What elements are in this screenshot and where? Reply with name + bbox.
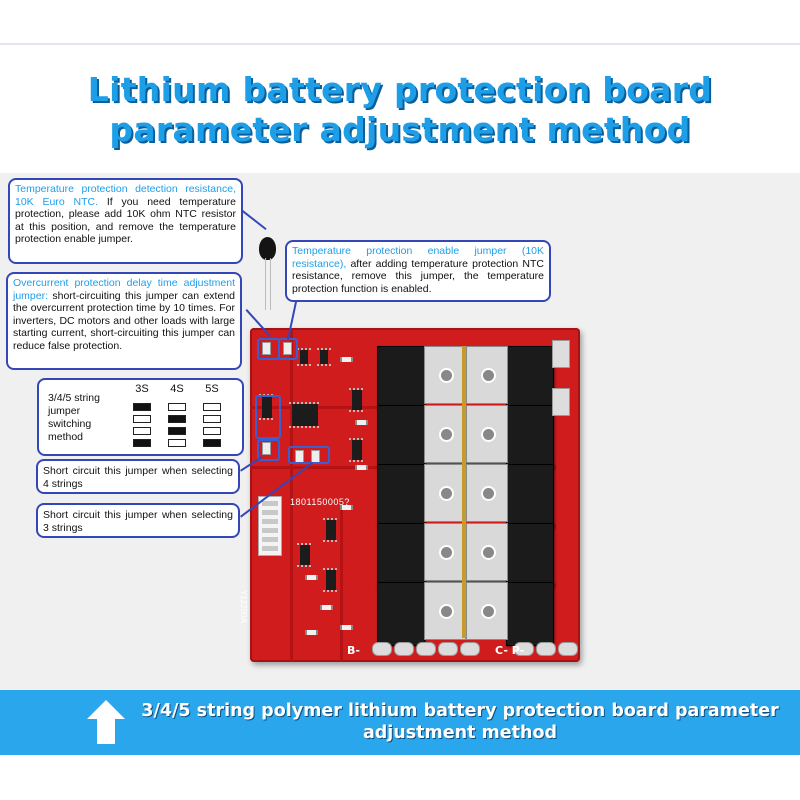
ntc-position-highlight — [257, 338, 280, 360]
four-strings-note: Short circuit this jumper when selecting… — [36, 459, 240, 494]
board-code: Y12200A — [239, 590, 248, 623]
page-title-line-1: Lithium battery protection board — [87, 70, 713, 109]
four-string-jumper-highlight — [257, 439, 280, 461]
column-4s: 4S — [170, 383, 184, 395]
jumper-square — [133, 403, 151, 411]
overcurrent-body: short-circuiting this jumper can extend … — [13, 289, 235, 352]
jumper-square — [168, 403, 186, 411]
jumper-square — [203, 403, 221, 411]
jumper-square — [168, 415, 186, 423]
board-label-b: B- — [347, 644, 360, 657]
jumper-square — [203, 439, 221, 447]
overcurrent-note: Overcurrent protection delay time adjust… — [6, 272, 242, 370]
column-3s: 3S — [135, 383, 149, 395]
temp-detection-note: Temperature protection detection resista… — [8, 178, 243, 264]
three-string-jumper-highlight — [288, 446, 330, 464]
page-title-line-2: parameter adjustment method — [109, 110, 691, 149]
bottom-banner — [0, 690, 800, 755]
three-strings-note: Short circuit this jumper when selecting… — [36, 503, 240, 538]
ntc-sensor — [259, 237, 276, 260]
temp-jumper-highlight — [278, 338, 298, 360]
balance-connector — [258, 496, 282, 556]
string-jumper-highlight — [255, 395, 281, 439]
arrow-up-icon — [87, 700, 125, 719]
jumper-square — [168, 427, 186, 435]
jumper-square — [168, 439, 186, 447]
temp-detection-highlight: Temperature protection detection resista… — [15, 183, 236, 208]
temp-enable-note: Temperature protection enable jumper (10… — [285, 240, 551, 302]
top-divider — [0, 43, 800, 45]
column-5s: 5S — [205, 383, 219, 395]
banner-title-line-1: 3/4/5 string polymer lithium battery pro… — [141, 701, 779, 721]
jumper-square — [203, 427, 221, 435]
board-serial: 1801150005? — [290, 497, 350, 507]
temp-enable-body: after adding temperature protection NTC … — [292, 257, 544, 295]
arrow-up-icon-shaft — [97, 718, 115, 744]
protection-ic — [289, 402, 321, 428]
overcurrent-highlight: Overcurrent protection delay time adjust… — [13, 277, 235, 302]
jumper-square — [133, 439, 151, 447]
jumper-square — [133, 415, 151, 423]
jumper-square — [133, 427, 151, 435]
banner-title-line-2: adjustment method — [362, 723, 558, 743]
board-label-cp: C- P- — [495, 644, 525, 657]
banner-title: 3/4/5 string polymer lithium battery pro… — [130, 700, 790, 744]
temp-enable-highlight: Temperature protection enable jumper (10… — [292, 245, 544, 270]
string-switch-label: 3/4/5 string jumper switching method — [48, 392, 100, 443]
jumper-square — [203, 415, 221, 423]
string-switch-table: 3/4/5 string jumper switching method 3S … — [37, 378, 244, 456]
temp-detection-body: If you need temperature protection, plea… — [15, 195, 236, 246]
